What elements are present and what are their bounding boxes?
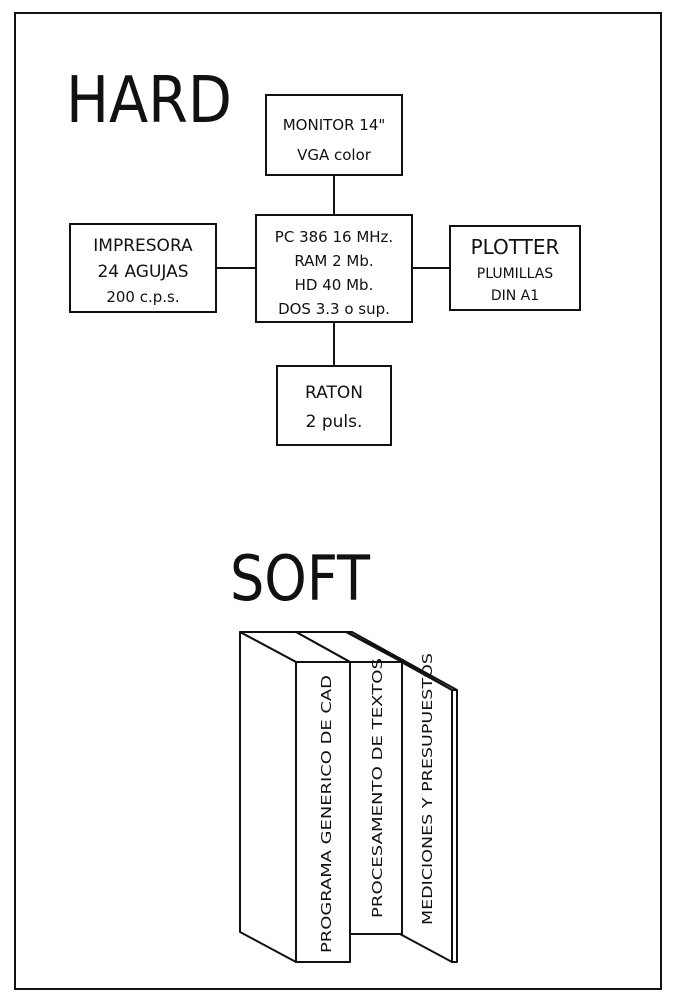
pc-line3: HD 40 Mb. <box>295 276 374 294</box>
mouse-line1: RATON <box>305 383 363 403</box>
plotter-line1: PLOTTER <box>471 235 560 259</box>
plotter-line2: PLUMILLAS <box>477 266 553 282</box>
pc-line1: PC 386 16 MHz. <box>275 228 393 246</box>
printer-line1: IMPRESORA <box>93 236 193 256</box>
pc-box: PC 386 16 MHz. RAM 2 Mb. HD 40 Mb. DOS 3… <box>256 215 412 322</box>
mouse-line2: 2 puls. <box>306 412 363 432</box>
monitor-box: MONITOR 14" VGA color <box>266 95 402 175</box>
book-mediciones-label: MEDICIONES Y PRESUPUESTOS <box>421 653 436 925</box>
monitor-line1: MONITOR 14" <box>283 116 386 134</box>
hard-title: HARD <box>66 64 232 138</box>
plotter-line3: DIN A1 <box>491 288 539 304</box>
book-programa: PROGRAMA GENERICO DE CAD <box>240 632 350 962</box>
printer-line3: 200 c.p.s. <box>106 288 179 306</box>
printer-box: IMPRESORA 24 AGUJAS 200 c.p.s. <box>70 224 216 312</box>
pc-line2: RAM 2 Mb. <box>294 252 373 270</box>
printer-line2: 24 AGUJAS <box>97 262 188 282</box>
plotter-box: PLOTTER PLUMILLAS DIN A1 <box>450 226 580 310</box>
mouse-box: RATON 2 puls. <box>277 366 391 445</box>
soft-title: SOFT <box>230 542 371 615</box>
pc-line4: DOS 3.3 o sup. <box>278 300 390 318</box>
book-programa-label: PROGRAMA GENERICO DE CAD <box>320 675 335 953</box>
book-procesamiento-label: PROCESAMENTO DE TEXTOS <box>371 658 386 918</box>
monitor-line2: VGA color <box>297 146 372 164</box>
